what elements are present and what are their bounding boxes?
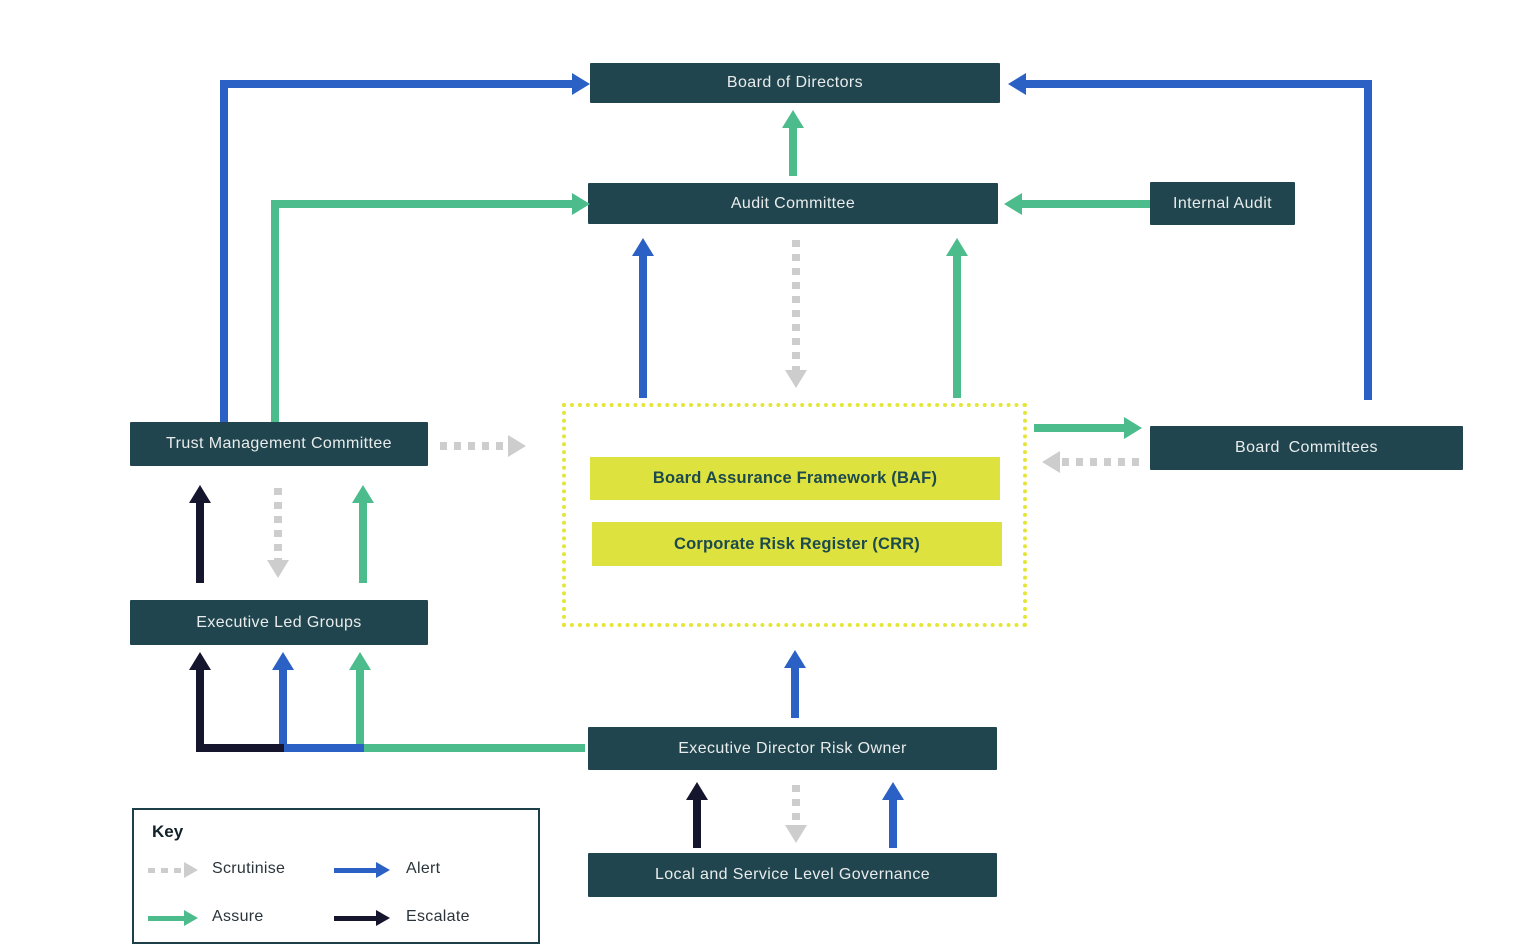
key-assure-arrowhead-icon (184, 910, 198, 926)
arrow-alert-tmc-to-bod-vertical (220, 80, 228, 422)
arrow-assure-audit-to-bod-head-icon (782, 110, 804, 128)
key-escalate-arrowhead-icon (376, 910, 390, 926)
arrow-scrutinise-edro-to-lslg-shaft (792, 785, 800, 825)
arrow-scrutinise-tmc-to-registers-head-icon (508, 435, 526, 457)
node-internal-audit: Internal Audit (1150, 182, 1295, 225)
arrow-alert-edro-to-elg-head-icon (272, 652, 294, 670)
arrow-escalate-edro-to-elg-head-icon (189, 652, 211, 670)
arrow-assure-elg-to-tmc-shaft (359, 503, 367, 583)
arrow-escalate-lslg-to-edro-shaft (693, 800, 701, 848)
arrow-alert-bc-to-bod-horizontal (1026, 80, 1372, 88)
node-executive-director-risk-owner: Executive Director Risk Owner (588, 727, 997, 770)
arrow-assure-ia-to-audit-shaft (1022, 200, 1150, 208)
arrow-scrutinise-tmc-to-elg-shaft (274, 488, 282, 560)
key-label-assure: Assure (212, 908, 264, 925)
arrow-scrutinise-edro-to-lslg-head-icon (785, 825, 807, 843)
arrow-assure-registers-to-bc-head-icon (1124, 417, 1142, 439)
arrow-scrutinise-audit-to-registers-shaft (792, 240, 800, 370)
arrow-escalate-edro-to-elg-horizontal (196, 744, 284, 752)
key-alert-arrow-icon (334, 868, 376, 873)
arrow-alert-registers-to-audit-shaft (639, 256, 647, 398)
key-scrutinise-arrowhead-icon (184, 862, 198, 878)
key-label-scrutinise: Scrutinise (212, 860, 286, 877)
arrow-alert-lslg-to-edro-shaft (889, 800, 897, 848)
arrow-scrutinise-tmc-to-registers-shaft (440, 442, 508, 450)
arrow-scrutinise-tmc-to-elg-head-icon (267, 560, 289, 578)
arrow-assure-edro-to-elg-head-icon (349, 652, 371, 670)
arrow-alert-edro-to-elg-vertical (279, 670, 287, 748)
arrow-alert-bc-to-bod-head-icon (1008, 73, 1026, 95)
key-alert-arrowhead-icon (376, 862, 390, 878)
arrow-alert-edro-to-registers-head-icon (784, 650, 806, 668)
arrow-escalate-lslg-to-edro-head-icon (686, 782, 708, 800)
arrow-scrutinise-bc-to-registers-shaft (1062, 458, 1142, 466)
arrow-escalate-elg-to-tmc-shaft (196, 503, 204, 583)
arrow-scrutinise-audit-to-registers-head-icon (785, 370, 807, 388)
arrow-alert-tmc-to-bod-horizontal (220, 80, 572, 88)
key-scrutinise-arrow-icon (148, 868, 184, 873)
arrow-assure-ia-to-audit-head-icon (1004, 193, 1022, 215)
key-escalate-arrow-icon (334, 916, 376, 921)
node-local-service-governance: Local and Service Level Governance (588, 853, 997, 897)
key-label-escalate: Escalate (406, 908, 470, 925)
arrow-assure-tmc-to-audit-head-icon (572, 193, 590, 215)
arrow-assure-tmc-to-audit-horizontal (271, 200, 572, 208)
arrow-assure-registers-to-audit-head-icon (946, 238, 968, 256)
key-assure-arrow-icon (148, 916, 184, 921)
arrow-escalate-elg-to-tmc-head-icon (189, 485, 211, 503)
key-label-alert: Alert (406, 860, 441, 877)
key-legend: Key Scrutinise Alert Assure Escalate (132, 808, 540, 944)
arrow-assure-elg-to-tmc-head-icon (352, 485, 374, 503)
arrow-assure-registers-to-audit-shaft (953, 256, 961, 398)
arrow-alert-edro-to-registers-shaft (791, 668, 799, 718)
register-container-frame (562, 403, 1027, 627)
key-title: Key (152, 822, 184, 841)
arrow-alert-registers-to-audit-head-icon (632, 238, 654, 256)
node-trust-management-committee: Trust Management Committee (130, 422, 428, 466)
node-board-of-directors: Board of Directors (590, 63, 1000, 103)
node-audit-committee: Audit Committee (588, 183, 998, 224)
node-board-committees: Board Committees (1150, 426, 1463, 470)
node-board-assurance-framework: Board Assurance Framework (BAF) (590, 457, 1000, 500)
arrow-alert-bc-to-bod-vertical (1364, 80, 1372, 400)
arrow-alert-lslg-to-edro-head-icon (882, 782, 904, 800)
node-executive-led-groups: Executive Led Groups (130, 600, 428, 645)
arrow-alert-tmc-to-bod-head-icon (572, 73, 590, 95)
node-corporate-risk-register: Corporate Risk Register (CRR) (592, 522, 1002, 566)
arrow-assure-audit-to-bod-shaft (789, 128, 797, 176)
arrow-assure-edro-to-elg-horizontal (356, 744, 585, 752)
arrow-scrutinise-bc-to-registers-head-icon (1042, 451, 1060, 473)
arrow-assure-registers-to-bc-shaft (1034, 424, 1124, 432)
arrow-assure-edro-to-elg-vertical (356, 670, 364, 748)
arrow-alert-edro-to-elg-horizontal (279, 744, 364, 752)
arrow-assure-tmc-to-audit-vertical (271, 200, 279, 422)
arrow-escalate-edro-to-elg-vertical (196, 670, 204, 748)
